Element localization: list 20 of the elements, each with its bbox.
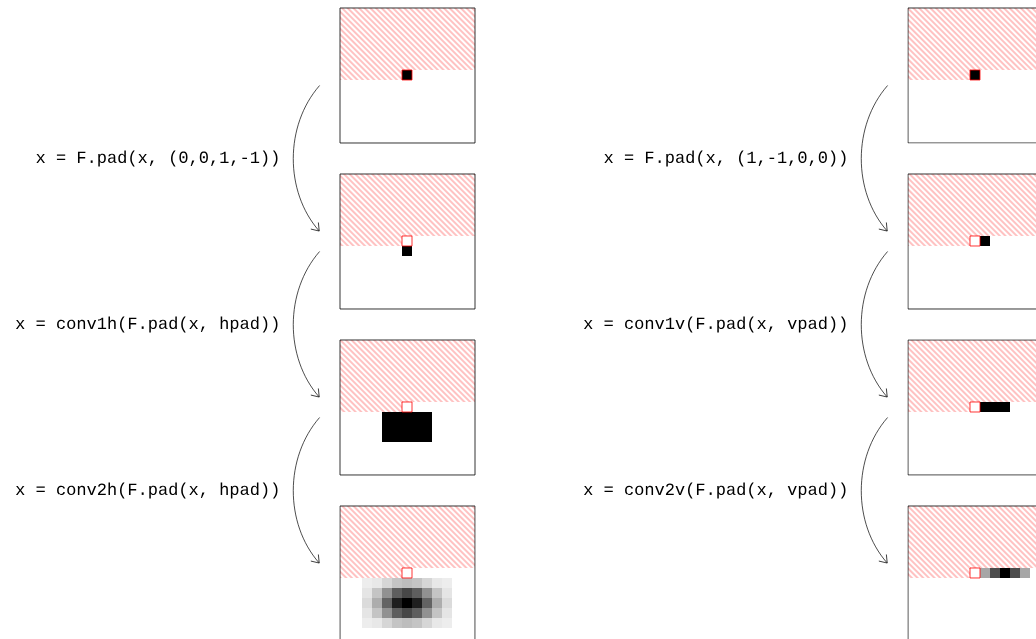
edge-label: x = conv2h(F.pad(x, hpad)): [15, 482, 278, 499]
edge-label: x = conv1v(F.pad(x, vpad)): [583, 316, 846, 333]
curved-arrow: [292, 417, 320, 564]
image-panel: [339, 7, 476, 144]
image-panel: [907, 7, 1036, 144]
image-panel: [907, 505, 1036, 639]
edge-label: x = conv2v(F.pad(x, vpad)): [583, 482, 846, 499]
curved-arrow: [292, 251, 320, 398]
edge-label: x = F.pad(x, (1,-1,0,0)): [604, 150, 846, 167]
curved-arrow: [860, 251, 888, 398]
edge-label: x = conv1h(F.pad(x, hpad)): [15, 316, 278, 333]
curved-arrow: [860, 417, 888, 564]
edge-label: x = F.pad(x, (0,0,1,-1)): [36, 150, 278, 167]
image-panel: [339, 173, 476, 310]
curved-arrow: [292, 85, 320, 232]
image-panel: [339, 505, 476, 639]
image-panel: [907, 173, 1036, 310]
curved-arrow: [860, 85, 888, 232]
image-panel: [339, 339, 476, 476]
image-panel: [907, 339, 1036, 476]
